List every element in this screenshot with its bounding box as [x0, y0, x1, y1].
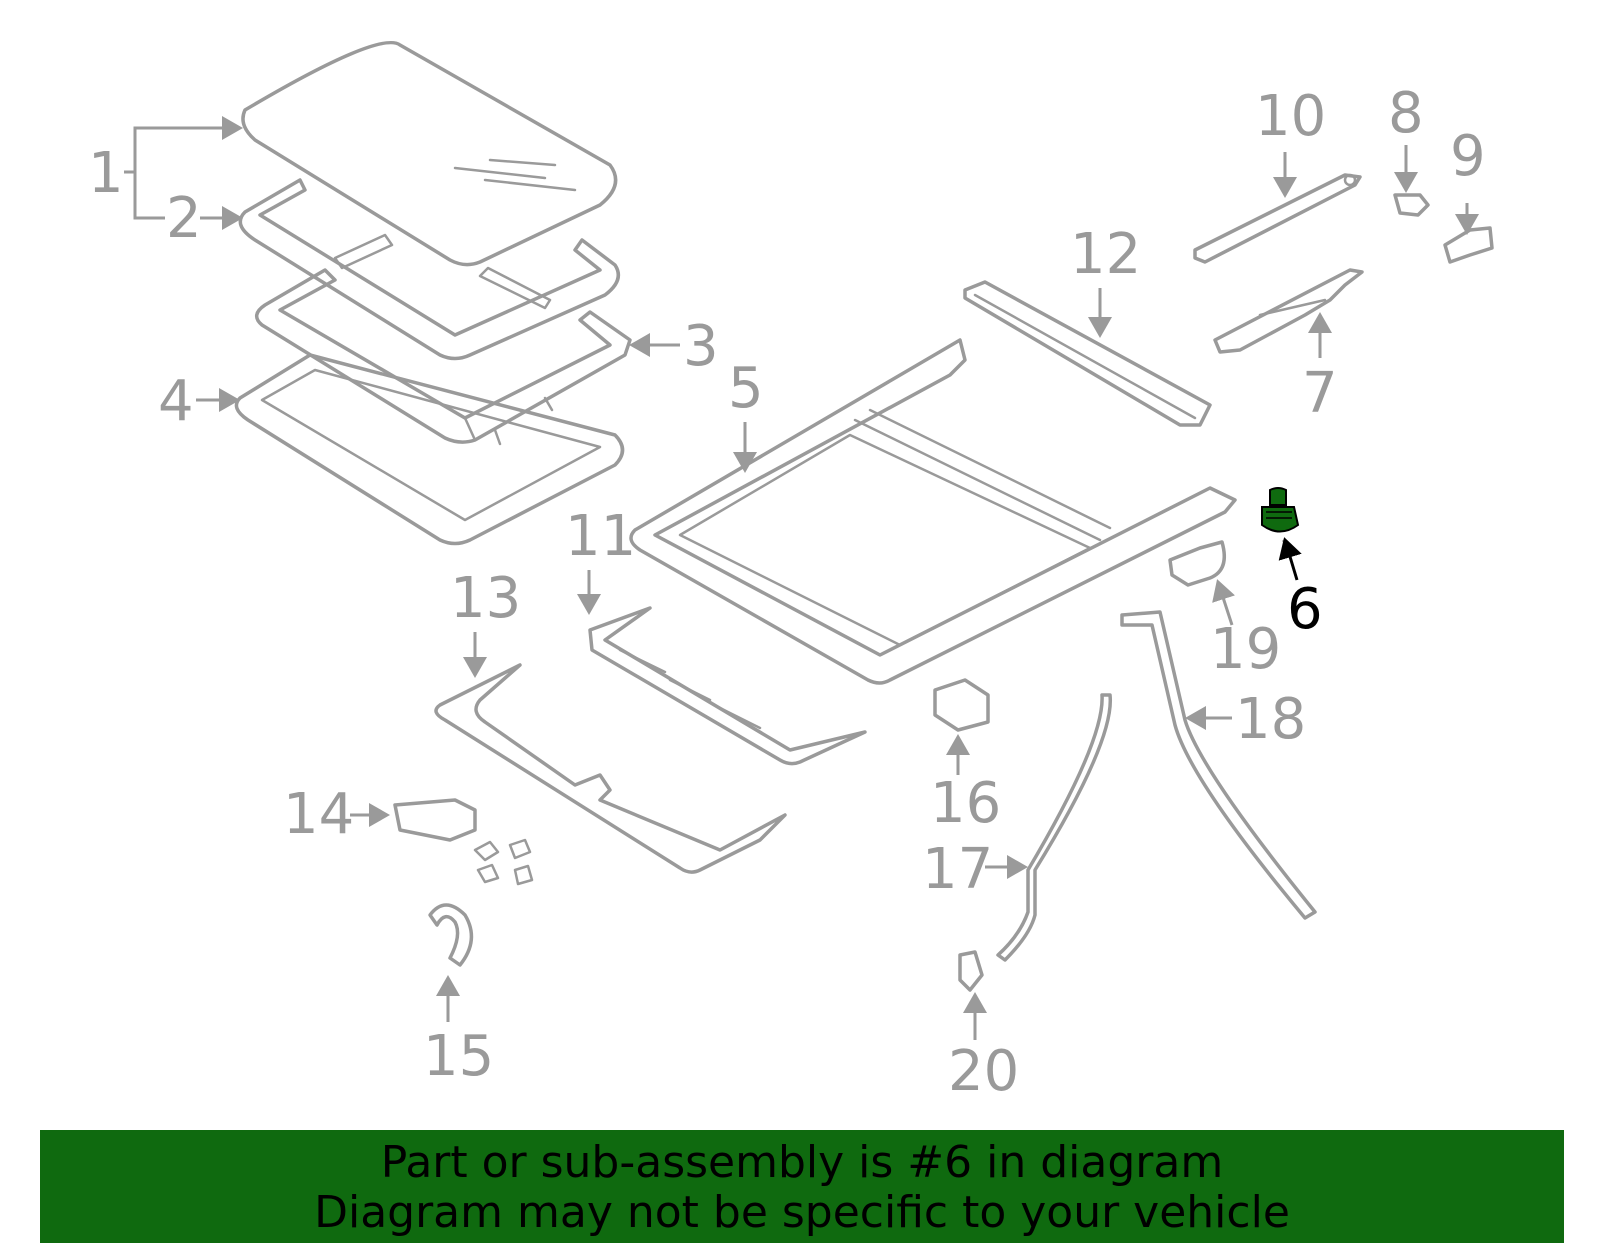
bracket-part-19 [1168, 540, 1226, 587]
callout-4: 4 [158, 369, 194, 434]
relay-part [933, 678, 990, 732]
callout-17: 17 [922, 837, 993, 902]
callout-13: 13 [450, 566, 521, 631]
info-banner: Part or sub-assembly is #6 in diagram Di… [40, 1130, 1564, 1243]
harness-part [428, 903, 474, 967]
callout-19: 19 [1210, 617, 1281, 682]
glass-panel-part [241, 40, 618, 267]
callout-2: 2 [166, 186, 202, 251]
bracket-part-7 [1213, 268, 1364, 354]
callout-3: 3 [683, 314, 719, 379]
clip-part-20 [958, 950, 984, 992]
callout-6-highlighted: 6 [1287, 577, 1323, 642]
drain-hose-part-17 [996, 693, 1113, 962]
banner-line-part: Part or sub-assembly is #6 in diagram [380, 1137, 1224, 1188]
callout-11: 11 [565, 504, 636, 569]
callout-10: 10 [1255, 84, 1326, 149]
arm-part-10 [1193, 173, 1362, 264]
cable-guide-part [434, 663, 787, 874]
clip-part-9 [1443, 226, 1494, 264]
clip-part-8 [1393, 193, 1430, 217]
deflector-part [588, 606, 867, 766]
sunshade-part [255, 268, 632, 446]
callout-16: 16 [930, 771, 1001, 836]
glass-frame-part [238, 178, 621, 361]
callout-14: 14 [283, 782, 354, 847]
callout-20: 20 [948, 1039, 1019, 1104]
callout-1: 1 [88, 141, 124, 206]
callout-5: 5 [728, 356, 764, 421]
callout-12: 12 [1070, 222, 1141, 287]
callout-18: 18 [1235, 687, 1306, 752]
rail-part-12 [963, 280, 1212, 427]
drain-hose-part-18 [1120, 610, 1317, 920]
callout-7: 7 [1302, 361, 1338, 426]
callout-9: 9 [1450, 124, 1486, 189]
callout-8: 8 [1388, 81, 1424, 146]
leader-lines [124, 116, 1479, 1040]
main-frame-part [629, 338, 1237, 685]
banner-line-disclaimer: Diagram may not be specific to your vehi… [314, 1187, 1290, 1238]
callout-15: 15 [423, 1024, 494, 1089]
bolt-part-highlighted [1261, 487, 1300, 533]
motor-part [393, 798, 534, 886]
